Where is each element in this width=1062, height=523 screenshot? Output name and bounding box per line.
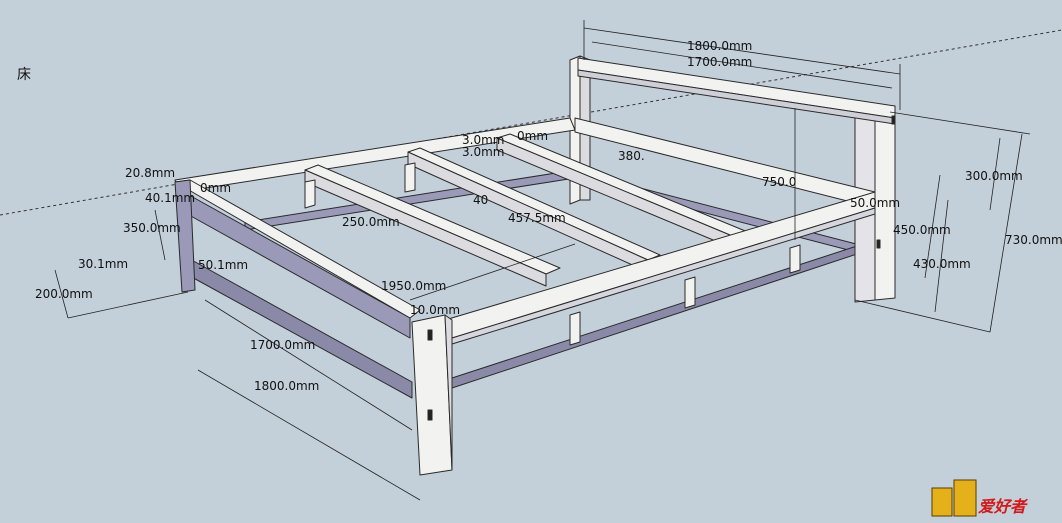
stile-2 xyxy=(684,276,696,309)
dim-line-450 xyxy=(924,174,941,279)
dim-label-40-1: 40.1mm xyxy=(145,191,195,205)
stile-1 xyxy=(569,311,581,346)
dim-line-top-1800 xyxy=(583,27,901,75)
dim-label-3a: 3.0mm xyxy=(462,133,504,147)
dim-label-50: 50.0mm xyxy=(850,196,900,210)
dim-line-430 xyxy=(934,199,949,313)
dim-label-50-1: 50.1mm xyxy=(198,258,248,272)
dim-label-380: 380. xyxy=(618,149,645,163)
dim-line-top-1700 xyxy=(591,41,893,89)
mortise-mark-1 xyxy=(427,329,433,341)
dim-label-730: 730.0mm xyxy=(1005,233,1062,247)
dim-label-top-1800: 1800.0mm xyxy=(687,39,752,53)
dim-line-b1700 xyxy=(204,299,413,431)
dimension-labels: 1800.0mm 1700.0mm 300.0mm 730.0mm 450.0m… xyxy=(35,39,1062,393)
dim-label-457: 457.5mm xyxy=(508,211,566,225)
dimension-lines xyxy=(54,20,1031,501)
dim-label-40: 40 xyxy=(473,193,488,207)
stile-far-2 xyxy=(404,162,416,193)
bed-frame xyxy=(174,55,896,476)
dim-label-300: 300.0mm xyxy=(965,169,1023,183)
dim-label-350: 350.0mm xyxy=(123,221,181,235)
model-title: 床 xyxy=(17,67,31,83)
dim-line-200 xyxy=(54,269,69,319)
dim-line-350 xyxy=(154,209,166,261)
dim-line-1950 xyxy=(409,243,576,301)
dim-label-430: 430.0mm xyxy=(913,257,971,271)
dim-label-20-8: 20.8mm xyxy=(125,166,175,180)
mortise-mark-3 xyxy=(876,239,881,249)
mortise-mark-4 xyxy=(891,115,896,125)
mortise-mark-2 xyxy=(427,409,433,421)
dim-label-10: 10.0mm xyxy=(410,303,460,317)
watermark-text: 爱好者 xyxy=(978,497,1029,516)
logo-mark-icon xyxy=(931,487,953,517)
slat-1-side xyxy=(304,169,547,287)
watermark-logo: 爱好者 xyxy=(931,479,1029,517)
side-rail-near-bottom xyxy=(451,207,876,345)
dim-line-b1800 xyxy=(197,369,421,501)
foot-post-left xyxy=(174,179,196,293)
dim-label-1950: 1950.0mm xyxy=(381,279,446,293)
dim-label-450: 450.0mm xyxy=(893,223,951,237)
dim-line-300 xyxy=(989,137,1001,211)
dim-label-750: 750.0 xyxy=(762,175,796,189)
dim-label-0mm: 0mm xyxy=(200,181,231,195)
horizon-axis-line xyxy=(0,29,1062,216)
dim-label-250: 250.0mm xyxy=(342,215,400,229)
dim-line-730 xyxy=(989,133,1023,333)
foot-post-right-side xyxy=(444,314,453,471)
dim-label-b1800: 1800.0mm xyxy=(254,379,319,393)
dim-label-30-1: 30.1mm xyxy=(78,257,128,271)
headboard-rail-under xyxy=(577,69,896,125)
foot-rail-lower xyxy=(187,257,413,399)
dim-label-top-1700: 1700.0mm xyxy=(687,55,752,69)
dim-label-0: 0mm xyxy=(517,129,548,143)
stile-far-1 xyxy=(304,179,316,209)
dim-label-b1700: 1700.0mm xyxy=(250,338,315,352)
stile-3 xyxy=(789,244,801,274)
dim-label-3b: 3.0mm xyxy=(462,145,504,159)
dim-label-200: 200.0mm xyxy=(35,287,93,301)
